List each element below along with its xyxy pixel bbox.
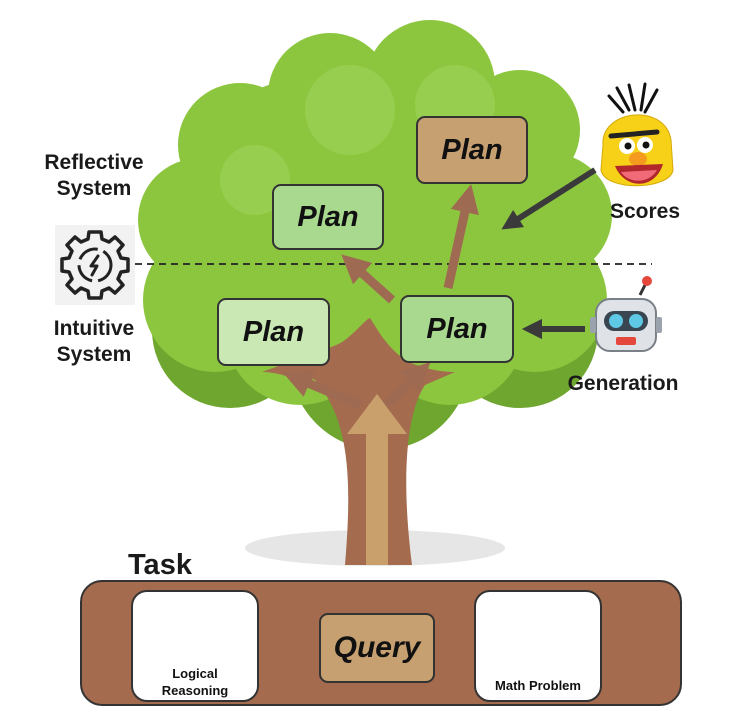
plan-node-upper-left: Plan [272,184,384,250]
math-problem-card: Math Problem [474,590,602,702]
plan-node-lower-left: Plan [217,298,330,366]
query-box: Query [319,613,435,683]
plan-node-lower-right: Plan [400,295,514,363]
task-label: Task [128,549,192,581]
input-arrows [501,167,597,340]
intuitive-system-label: Intuitive System [26,316,162,369]
robot-icon [590,276,662,352]
scores-label: Scores [609,200,681,223]
expansion-arrows [282,183,479,414]
intuitive-label-line1: Intuitive [53,317,135,340]
reflective-label-line2: System [56,177,132,201]
logical-label-line1: Logical [172,666,218,681]
main-up-arrow [347,394,407,565]
reflective-system-label: Reflective System [26,150,162,203]
logical-reasoning-label: Logical Reasoning [133,666,257,700]
reflective-label-line1: Reflective [44,151,144,174]
math-problem-label: Math Problem [495,678,581,693]
logical-reasoning-card: Logical Reasoning [131,590,259,702]
intuitive-label-line2: System [56,343,132,367]
plan-node-top: Plan [416,116,528,184]
logical-label-line2: Reasoning [161,682,229,698]
generation-label: Generation [567,372,679,395]
muppet-face-icon [600,82,674,187]
gear-sync-icon [55,225,135,305]
